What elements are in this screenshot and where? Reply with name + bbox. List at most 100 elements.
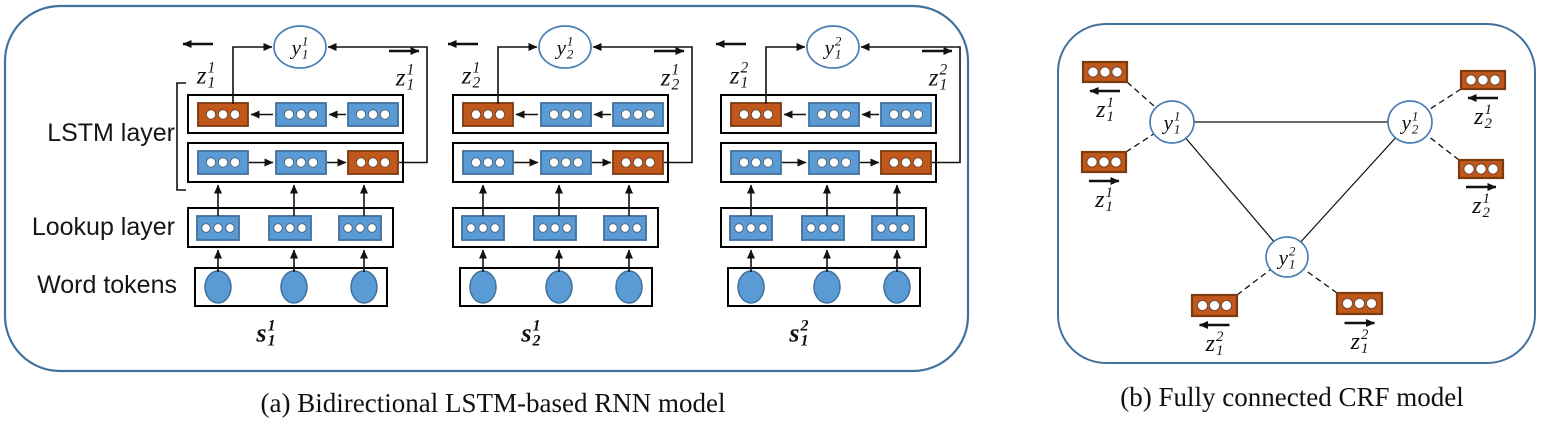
- unit-dot: [900, 223, 910, 233]
- unit-dot: [379, 157, 391, 168]
- unit-dot: [620, 109, 632, 120]
- word-token-circle: [280, 270, 308, 304]
- unit-dot: [912, 157, 924, 168]
- unit-dot: [560, 109, 572, 120]
- unit-dot: [367, 109, 379, 120]
- unit-dot: [205, 109, 217, 120]
- feature-dot: [1475, 163, 1487, 175]
- output-node-circle: [806, 25, 860, 69]
- unit-dot: [217, 157, 229, 168]
- unit-dot: [285, 223, 295, 233]
- feature-dot: [1477, 74, 1489, 86]
- unit-dot: [806, 223, 816, 233]
- unit-dot: [762, 109, 774, 120]
- feature-dot: [1209, 300, 1220, 311]
- unit-dot: [307, 109, 319, 120]
- unit-dot: [750, 109, 762, 120]
- unit-dot: [644, 157, 656, 168]
- feature-dot: [1463, 163, 1475, 175]
- unit-dot: [750, 157, 762, 168]
- feature-dot: [1221, 300, 1232, 311]
- unit-dot: [229, 109, 241, 120]
- unit-dot: [644, 109, 656, 120]
- crf-node-circle: [1387, 100, 1433, 144]
- unit-dot: [213, 223, 223, 233]
- forward-output-connector: [860, 43, 961, 164]
- unit-dot: [632, 157, 644, 168]
- unit-dot: [201, 223, 211, 233]
- unit-dot: [620, 223, 630, 233]
- unit-dot: [217, 109, 229, 120]
- unit-dot: [762, 157, 774, 168]
- crf-edge: [1171, 121, 1288, 258]
- unit-dot: [608, 223, 618, 233]
- unit-dot: [295, 109, 307, 120]
- word-token-circle: [813, 270, 841, 304]
- feature-dot: [1098, 156, 1110, 168]
- unit-dot: [494, 109, 506, 120]
- unit-dot: [343, 223, 353, 233]
- feature-dot: [1087, 66, 1099, 78]
- word-token-circle: [615, 270, 643, 304]
- unit-dot: [746, 223, 756, 233]
- unit-dot: [734, 223, 744, 233]
- forward-output-connector: [327, 43, 428, 164]
- unit-dot: [470, 157, 482, 168]
- unit-dot: [367, 157, 379, 168]
- feature-dot: [1354, 298, 1365, 309]
- unit-dot: [632, 109, 644, 120]
- feature-dot: [1099, 66, 1111, 78]
- unit-dot: [888, 109, 900, 120]
- unit-dot: [912, 109, 924, 120]
- feature-dot: [1465, 74, 1477, 86]
- word-token-circle: [204, 270, 232, 304]
- unit-dot: [205, 157, 217, 168]
- unit-dot: [283, 157, 295, 168]
- unit-dot: [470, 109, 482, 120]
- unit-dot: [572, 157, 584, 168]
- unit-dot: [816, 157, 828, 168]
- unit-dot: [888, 157, 900, 168]
- unit-dot: [632, 223, 642, 233]
- unit-dot: [562, 223, 572, 233]
- unit-dot: [876, 223, 886, 233]
- unit-dot: [355, 223, 365, 233]
- unit-dot: [367, 223, 377, 233]
- word-token-circle: [469, 270, 497, 304]
- backward-output-connector: [497, 43, 538, 104]
- unit-dot: [758, 223, 768, 233]
- forward-output-connector: [592, 43, 693, 164]
- unit-dot: [888, 223, 898, 233]
- word-token-circle: [350, 270, 378, 304]
- unit-dot: [548, 157, 560, 168]
- unit-dot: [620, 157, 632, 168]
- crf-node-circle: [1149, 100, 1195, 144]
- unit-dot: [295, 157, 307, 168]
- unit-dot: [738, 109, 750, 120]
- lstm-layer-bracket: [176, 82, 186, 191]
- unit-dot: [900, 157, 912, 168]
- output-node-circle: [538, 25, 592, 69]
- unit-dot: [828, 157, 840, 168]
- word-token-circle: [545, 270, 573, 304]
- unit-dot: [225, 223, 235, 233]
- unit-dot: [229, 157, 241, 168]
- unit-dot: [738, 157, 750, 168]
- unit-dot: [828, 109, 840, 120]
- backward-output-connector: [232, 43, 273, 104]
- unit-dot: [538, 223, 548, 233]
- feature-dot: [1366, 298, 1377, 309]
- unit-dot: [840, 109, 852, 120]
- crf-edge: [1286, 121, 1411, 258]
- crf-node-circle: [1265, 236, 1309, 278]
- unit-dot: [830, 223, 840, 233]
- feature-dot: [1086, 156, 1098, 168]
- unit-dot: [355, 109, 367, 120]
- unit-dot: [840, 157, 852, 168]
- word-token-circle: [737, 270, 765, 304]
- unit-dot: [816, 109, 828, 120]
- unit-dot: [273, 223, 283, 233]
- feature-dot: [1111, 66, 1123, 78]
- unit-dot: [900, 109, 912, 120]
